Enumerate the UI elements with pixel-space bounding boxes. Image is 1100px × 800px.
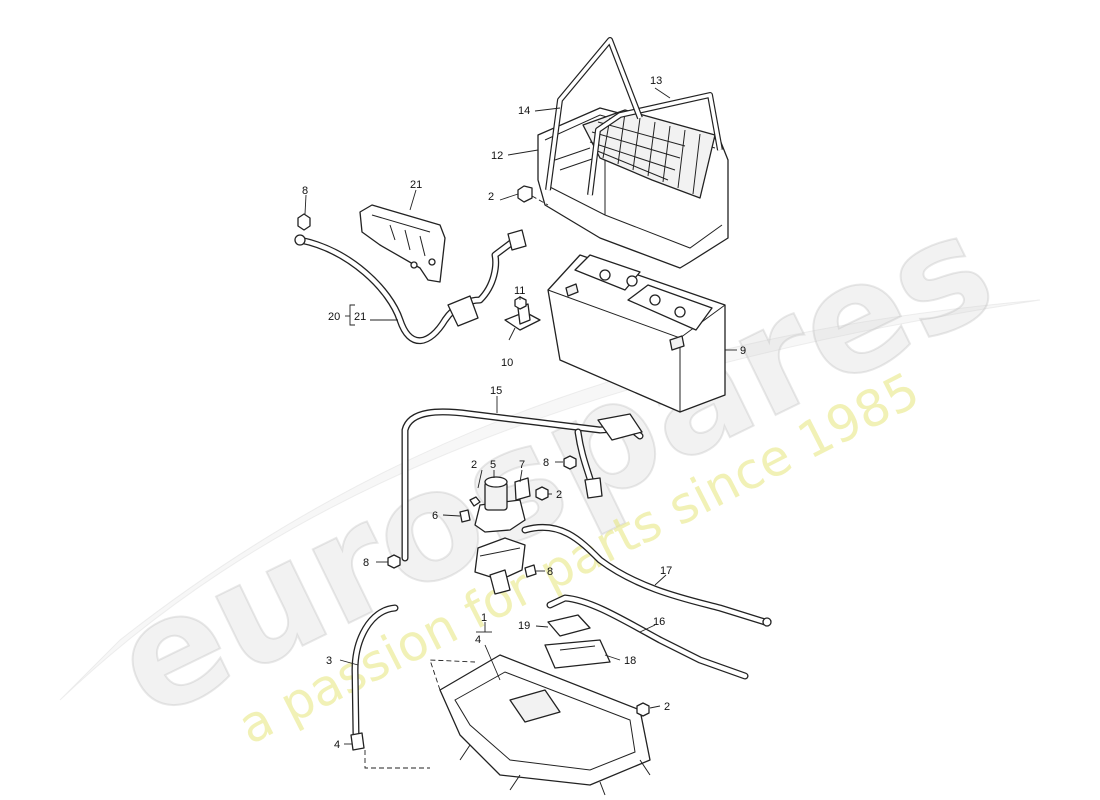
- vent-grille: [582, 109, 716, 199]
- nut-8-left: [387, 554, 401, 569]
- callout-8-top: 8: [302, 185, 308, 197]
- nut-8-top: [297, 213, 311, 231]
- callout-17: 17: [660, 565, 672, 577]
- cable-16: [546, 594, 749, 680]
- watermark: eurospares a passion for parts since 198…: [59, 179, 1041, 756]
- callout-4-bracket: 4: [475, 634, 481, 646]
- strap-13: [587, 92, 723, 196]
- callout-13: 13: [650, 75, 662, 87]
- nut-2-cover: [517, 185, 533, 203]
- callout-2-relay-top: 2: [471, 459, 477, 471]
- callout-15: 15: [490, 385, 502, 397]
- callout-6: 6: [432, 510, 438, 522]
- cable-15: [401, 408, 644, 562]
- callout-5: 5: [490, 459, 496, 471]
- screw-8-bottom: [524, 564, 537, 578]
- clamp-19: [547, 614, 591, 637]
- callouts: 1 2 2 2 2 3 4 4 5 6 7 8 8 8 8 9 10 11 12…: [302, 75, 746, 751]
- callout-9: 9: [740, 345, 746, 357]
- callout-10: 10: [501, 357, 513, 369]
- callout-18: 18: [624, 655, 636, 667]
- strap-14: [545, 37, 643, 191]
- callout-8-bottom: 8: [547, 566, 553, 578]
- callout-1: 1: [481, 612, 487, 624]
- nut-8-mid-right: [563, 455, 577, 470]
- callout-2-relay-right: 2: [556, 489, 562, 501]
- callout-20: 20: [328, 311, 340, 323]
- callout-21-bracket: 21: [410, 179, 422, 191]
- callout-2-cover: 2: [488, 191, 494, 203]
- callout-3: 3: [326, 655, 332, 667]
- battery-tray: [439, 654, 651, 796]
- callout-12: 12: [491, 150, 503, 162]
- ground-cable-20: [294, 229, 527, 345]
- hose-3: [350, 604, 399, 751]
- callout-8-left: 8: [363, 557, 369, 569]
- nut-11: [514, 296, 527, 310]
- callout-21-group: 21: [354, 311, 366, 323]
- cable-17: [521, 523, 772, 627]
- callout-19: 19: [518, 620, 530, 632]
- callout-7: 7: [519, 459, 525, 471]
- callout-14: 14: [518, 105, 530, 117]
- callout-11: 11: [514, 285, 525, 297]
- battery: [547, 254, 726, 413]
- leader-lines: [304, 87, 737, 745]
- bolt-2-relay: [535, 486, 549, 501]
- nut-2-tray: [636, 702, 650, 717]
- cover-18: [544, 639, 611, 669]
- battery-cover: [537, 107, 729, 269]
- bracket-21: [359, 204, 446, 283]
- callout-2-tray: 2: [664, 701, 670, 713]
- watermark-swoosh: [59, 299, 1041, 701]
- callout-4-bolt: 4: [334, 739, 340, 751]
- bracket-holder: [474, 537, 526, 595]
- callout-8-mid-right: 8: [543, 457, 549, 469]
- relay-assembly: [459, 476, 531, 533]
- callout-16: 16: [653, 616, 665, 628]
